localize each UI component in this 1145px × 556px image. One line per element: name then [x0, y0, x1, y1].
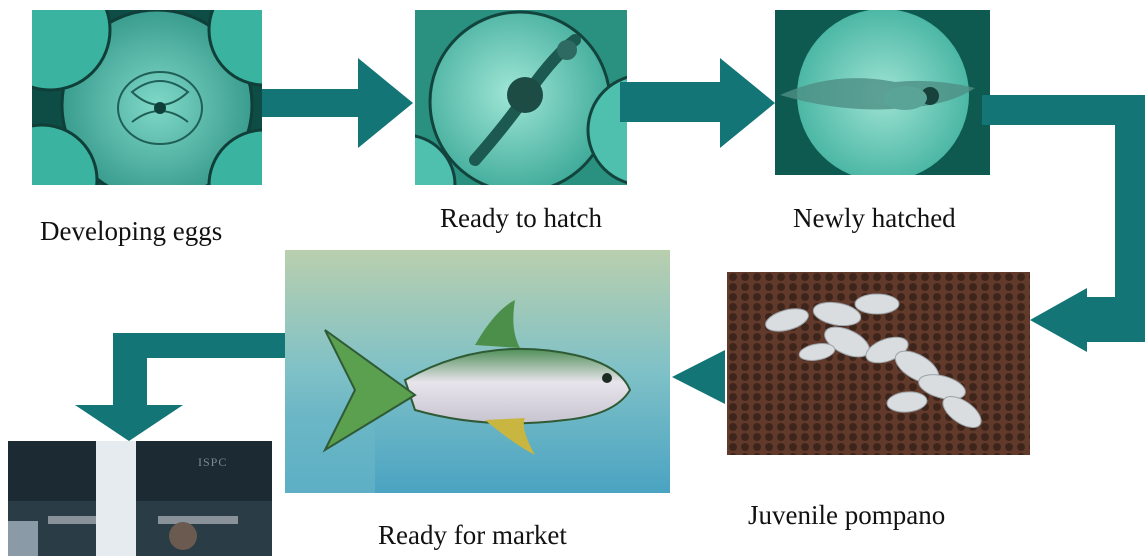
arrow-market-to-final: [75, 333, 285, 441]
sign-text: ISPC: [198, 455, 227, 470]
caption-juvenile-pompano: Juvenile pompano: [748, 502, 945, 529]
ready-to-hatch-photo: [415, 10, 627, 185]
arrow-hatch-to-newly: [620, 58, 775, 148]
caption-newly-hatched: Newly hatched: [793, 205, 956, 232]
newly-hatched-photo: [775, 10, 990, 175]
arrow-juvenile-to-market: [672, 350, 725, 404]
final-stage-photo: ISPC: [8, 441, 272, 556]
ready-for-market-photo: [285, 250, 670, 493]
caption-ready-for-market: Ready for market: [378, 522, 567, 549]
caption-developing-eggs: Developing eggs: [40, 218, 222, 245]
developing-eggs-photo: [32, 10, 262, 185]
caption-ready-to-hatch: Ready to hatch: [440, 205, 602, 232]
arrow-eggs-to-hatch: [262, 58, 413, 148]
juvenile-pompano-photo: [727, 272, 1030, 455]
